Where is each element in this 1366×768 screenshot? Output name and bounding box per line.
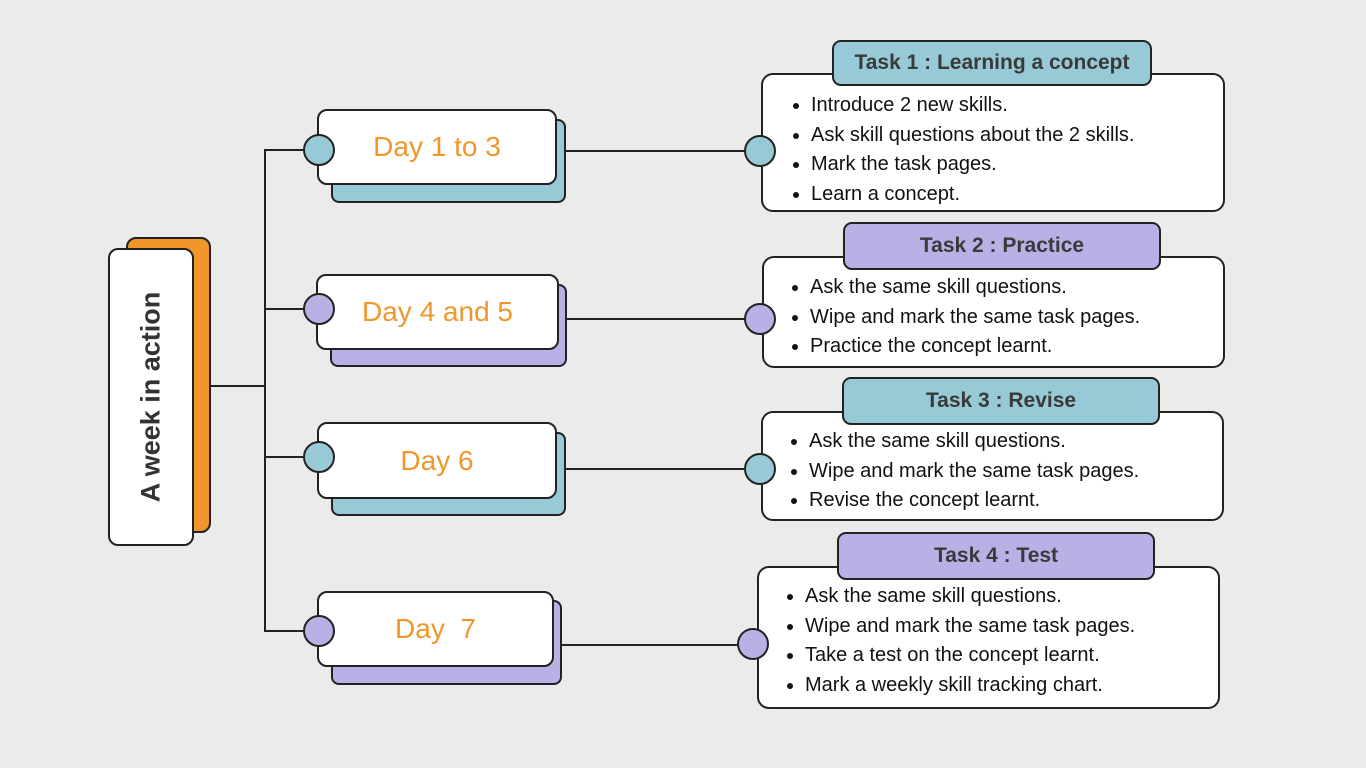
day-connector-knob-4: [303, 615, 335, 647]
task-item: Revise the concept learnt.: [809, 486, 1222, 516]
day-connector-knob-1: [303, 134, 335, 166]
link-line-1: [565, 150, 747, 152]
branch-line-2: [264, 308, 306, 310]
day-card-3: Day 6: [317, 422, 557, 499]
task-card-4: Ask the same skill questions. Wipe and m…: [757, 566, 1220, 709]
task-title-1: Task 1 : Learning a concept: [832, 40, 1152, 86]
task-item: Introduce 2 new skills.: [811, 91, 1223, 121]
task-title-text-2: Task 2 : Practice: [919, 234, 1085, 257]
root-card: A week in action: [108, 248, 194, 546]
trunk-line: [264, 149, 266, 632]
task-card-2: Ask the same skill questions. Wipe and m…: [762, 256, 1225, 368]
task-card-3: Ask the same skill questions. Wipe and m…: [761, 411, 1224, 521]
branch-line-1: [264, 149, 306, 151]
link-line-3: [565, 468, 747, 470]
task-item: Practice the concept learnt.: [810, 332, 1223, 362]
task-list-1: Introduce 2 new skills. Ask skill questi…: [763, 91, 1223, 209]
task-item: Ask skill questions about the 2 skills.: [811, 121, 1223, 151]
task-connector-knob-3: [744, 453, 776, 485]
day-card-2: Day 4 and 5: [316, 274, 559, 350]
task-title-3: Task 3 : Revise: [842, 377, 1160, 425]
day-label-1: Day 1 to 3: [373, 131, 501, 162]
day-label-2: Day 4 and 5: [362, 296, 513, 327]
task-item: Take a test on the concept learnt.: [805, 641, 1218, 671]
task-item: Wipe and mark the same task pages.: [805, 612, 1218, 642]
task-title-text-3: Task 3 : Revise: [925, 389, 1077, 412]
task-list-2: Ask the same skill questions. Wipe and m…: [764, 273, 1223, 362]
link-line-2: [565, 318, 747, 320]
task-list-4: Ask the same skill questions. Wipe and m…: [759, 582, 1218, 700]
day-connector-knob-2: [303, 293, 335, 325]
branch-line-3: [264, 456, 306, 458]
task-item: Ask the same skill questions.: [810, 273, 1223, 303]
task-list-3: Ask the same skill questions. Wipe and m…: [763, 427, 1222, 516]
root-title: A week in action: [135, 291, 166, 503]
task-item: Mark the task pages.: [811, 150, 1223, 180]
task-item: Mark a weekly skill tracking chart.: [805, 671, 1218, 701]
task-item: Wipe and mark the same task pages.: [810, 303, 1223, 333]
task-item: Ask the same skill questions.: [809, 427, 1222, 457]
task-title-text-4: Task 4 : Test: [933, 544, 1059, 567]
task-item: Ask the same skill questions.: [805, 582, 1218, 612]
task-title-4: Task 4 : Test: [837, 532, 1155, 580]
day-label-3: Day 6: [400, 444, 474, 476]
task-connector-knob-1: [744, 135, 776, 167]
root-connector: [211, 385, 266, 387]
day-connector-knob-3: [303, 441, 335, 473]
task-connector-knob-2: [744, 303, 776, 335]
task-card-1: Introduce 2 new skills. Ask skill questi…: [761, 73, 1225, 212]
task-item: Learn a concept.: [811, 180, 1223, 210]
link-line-4: [560, 644, 740, 646]
day-card-4: Day 7: [317, 591, 554, 667]
task-item: Wipe and mark the same task pages.: [809, 457, 1222, 487]
task-title-text-1: Task 1 : Learning a concept: [854, 51, 1130, 74]
day-label-4: Day 7: [395, 613, 476, 644]
task-title-2: Task 2 : Practice: [843, 222, 1161, 270]
branch-line-4: [264, 630, 306, 632]
day-card-1: Day 1 to 3: [317, 109, 557, 185]
task-connector-knob-4: [737, 628, 769, 660]
